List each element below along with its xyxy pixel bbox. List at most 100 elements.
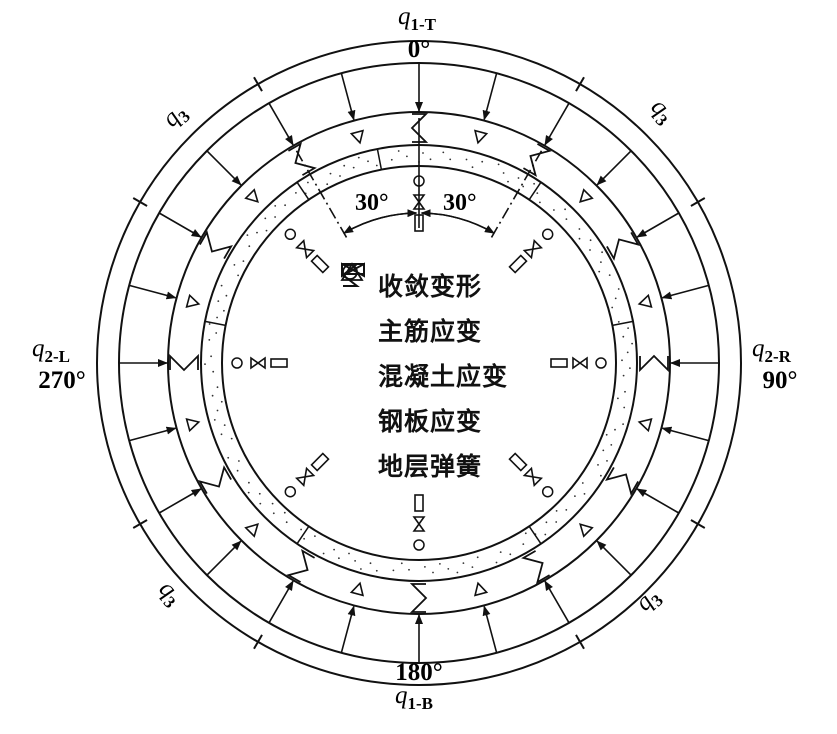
lining-dot	[283, 511, 286, 514]
lining-dot	[439, 563, 441, 565]
lining-dot	[246, 234, 249, 237]
lining-dot	[522, 185, 525, 188]
lining-dot	[539, 201, 541, 204]
legend-item-steel-plate-strain: 钢板应变	[340, 264, 508, 442]
lining-dot	[274, 205, 277, 207]
lining-dot	[465, 158, 468, 161]
lining-dot	[338, 557, 340, 560]
angle-label-180: 180°	[395, 659, 443, 686]
lining-dot	[333, 548, 335, 551]
rectangle-path	[270, 358, 288, 368]
rectangle-path	[508, 254, 528, 274]
circle-path	[413, 539, 425, 551]
boundary-tick	[253, 634, 263, 650]
load-label-left: q2-L	[32, 335, 70, 366]
lining-dot	[564, 208, 566, 211]
legend-label: 主筋应变	[378, 316, 483, 346]
lining-dot	[507, 180, 509, 183]
legend-item-concrete-strain: 混凝土应变	[340, 262, 508, 397]
lining-dot	[408, 568, 410, 571]
segment-joint	[296, 181, 310, 201]
lining-dot	[495, 561, 498, 564]
rectangle-icon	[550, 358, 568, 368]
lining-dot	[238, 460, 240, 462]
lining-dot	[589, 239, 592, 242]
lining-dot	[216, 409, 219, 412]
lining-dot	[406, 155, 408, 158]
lining-dot	[248, 481, 250, 484]
boundary-tick	[575, 76, 585, 92]
spring-icon	[639, 354, 669, 373]
load-arrow	[544, 580, 570, 624]
lining-dot	[622, 423, 624, 425]
lining-dot	[216, 316, 219, 319]
load-arrow	[340, 73, 356, 121]
legend: 收敛变形 主筋应变 混凝土应变 钢板应变 地层弹簧	[340, 262, 508, 487]
boundary-tick	[132, 519, 148, 529]
boundary-tick	[253, 76, 263, 92]
spring-path	[286, 549, 316, 583]
lining-dot	[212, 370, 215, 373]
triangle-path	[473, 129, 489, 145]
spring-path	[197, 465, 232, 495]
reference-line	[295, 150, 348, 238]
lining-dot	[555, 521, 558, 523]
lining-dot	[390, 158, 393, 161]
circle-icon	[541, 228, 554, 241]
lining-dot	[608, 274, 611, 276]
lining-dot	[339, 175, 341, 177]
triangle-path	[579, 523, 594, 538]
lining-dot	[236, 469, 239, 472]
lining-dot	[227, 456, 230, 459]
lining-dot	[357, 156, 360, 159]
load-arrow	[661, 426, 709, 442]
segment-joint	[296, 525, 310, 545]
lining-dot	[242, 260, 245, 262]
reference-line	[490, 150, 543, 238]
lining-dot	[621, 359, 623, 362]
load-arrow	[596, 540, 632, 576]
lining-dot	[223, 424, 226, 426]
lining-dot	[264, 217, 267, 220]
triangle-path	[244, 188, 259, 203]
lining-dot	[211, 394, 214, 397]
bowtie-icon	[412, 516, 426, 532]
load-arrow	[636, 212, 680, 238]
lining-dot	[565, 509, 568, 511]
lining-dot	[375, 569, 378, 572]
load-arrow	[129, 284, 177, 300]
triangle-icon	[244, 188, 259, 203]
lining-dot	[481, 160, 484, 163]
load-label-top: q1-T	[398, 3, 437, 34]
lining-dot	[536, 192, 539, 195]
triangle-icon	[185, 293, 201, 309]
spring-path	[199, 230, 233, 260]
bowtie-icon	[295, 466, 316, 487]
lining-dot	[284, 204, 286, 207]
lining-dot	[307, 181, 309, 184]
segment-joint	[204, 320, 226, 327]
legend-item-rebar-strain: 主筋应变	[340, 262, 508, 352]
bowtie-path	[522, 466, 543, 487]
lining-dot	[533, 182, 535, 185]
spring-icon	[605, 466, 639, 496]
spring-icon	[169, 353, 199, 372]
angle-arc	[421, 212, 495, 234]
lining-dot	[400, 562, 403, 565]
angle-label-270: 270°	[38, 367, 86, 394]
lining-dot	[574, 495, 576, 497]
lining-dot	[314, 535, 316, 537]
marks	[119, 63, 719, 663]
boundary-tick	[132, 197, 148, 207]
rectangle-path	[550, 358, 568, 368]
lining-dot	[237, 274, 240, 277]
lining-dot	[208, 339, 211, 341]
triangle-icon	[244, 523, 259, 538]
lining-dot	[248, 245, 251, 248]
circle-path	[231, 357, 243, 369]
bowtie-path	[572, 356, 588, 370]
lining-dot	[220, 433, 223, 436]
lining-dot	[611, 306, 614, 309]
lining-dot	[204, 363, 206, 365]
spring-icon	[522, 143, 552, 177]
